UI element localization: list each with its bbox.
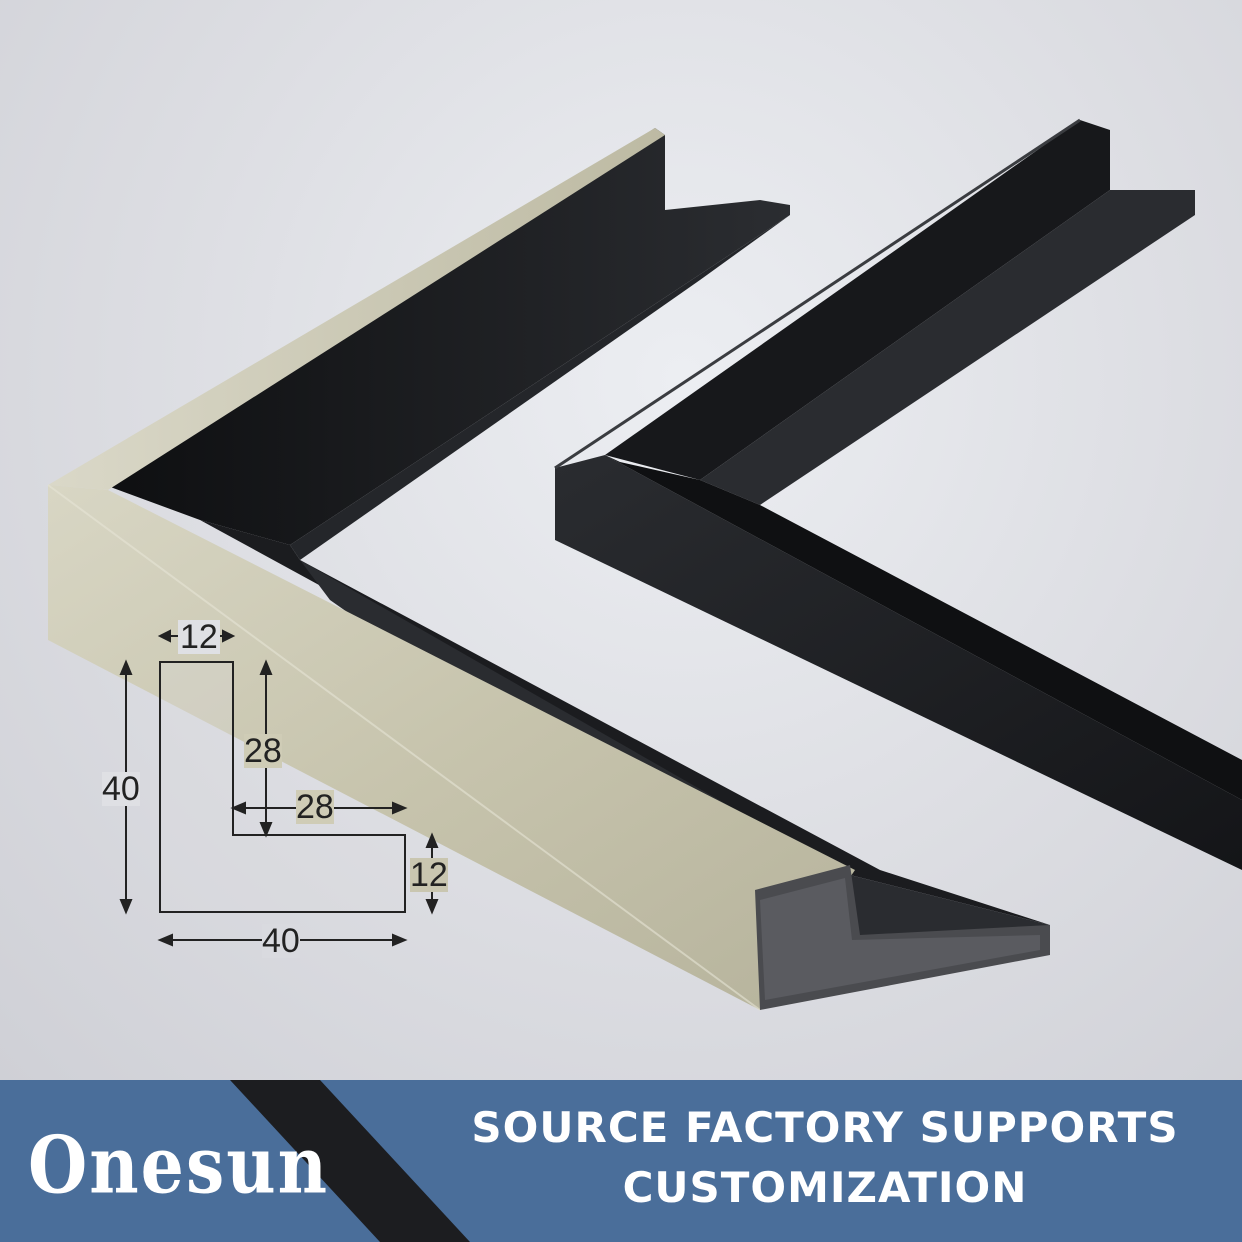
dim-outer-width: 40 <box>262 922 300 960</box>
brand-logo: Onesun <box>28 1120 330 1212</box>
frame-illustration <box>47 118 1242 1011</box>
dim-outer-height: 40 <box>102 770 140 808</box>
dim-lip-height: 12 <box>410 856 448 894</box>
dim-inner-height: 28 <box>244 732 282 770</box>
banner-stripe <box>230 1080 470 1242</box>
headline-line-2: CUSTOMIZATION <box>622 1163 1028 1212</box>
headline-line-1: SOURCE FACTORY SUPPORTS <box>471 1103 1179 1152</box>
dim-inner-width: 28 <box>296 788 334 826</box>
banner-headline: SOURCE FACTORY SUPPORTS CUSTOMIZATION <box>430 1098 1220 1218</box>
banner: Onesun SOURCE FACTORY SUPPORTS CUSTOMIZA… <box>0 1080 1242 1242</box>
product-photo: 12 40 28 28 12 40 <box>0 0 1242 1080</box>
black-frame <box>554 118 1242 870</box>
dim-top-width: 12 <box>178 618 220 656</box>
silver-frame <box>47 128 1050 1011</box>
